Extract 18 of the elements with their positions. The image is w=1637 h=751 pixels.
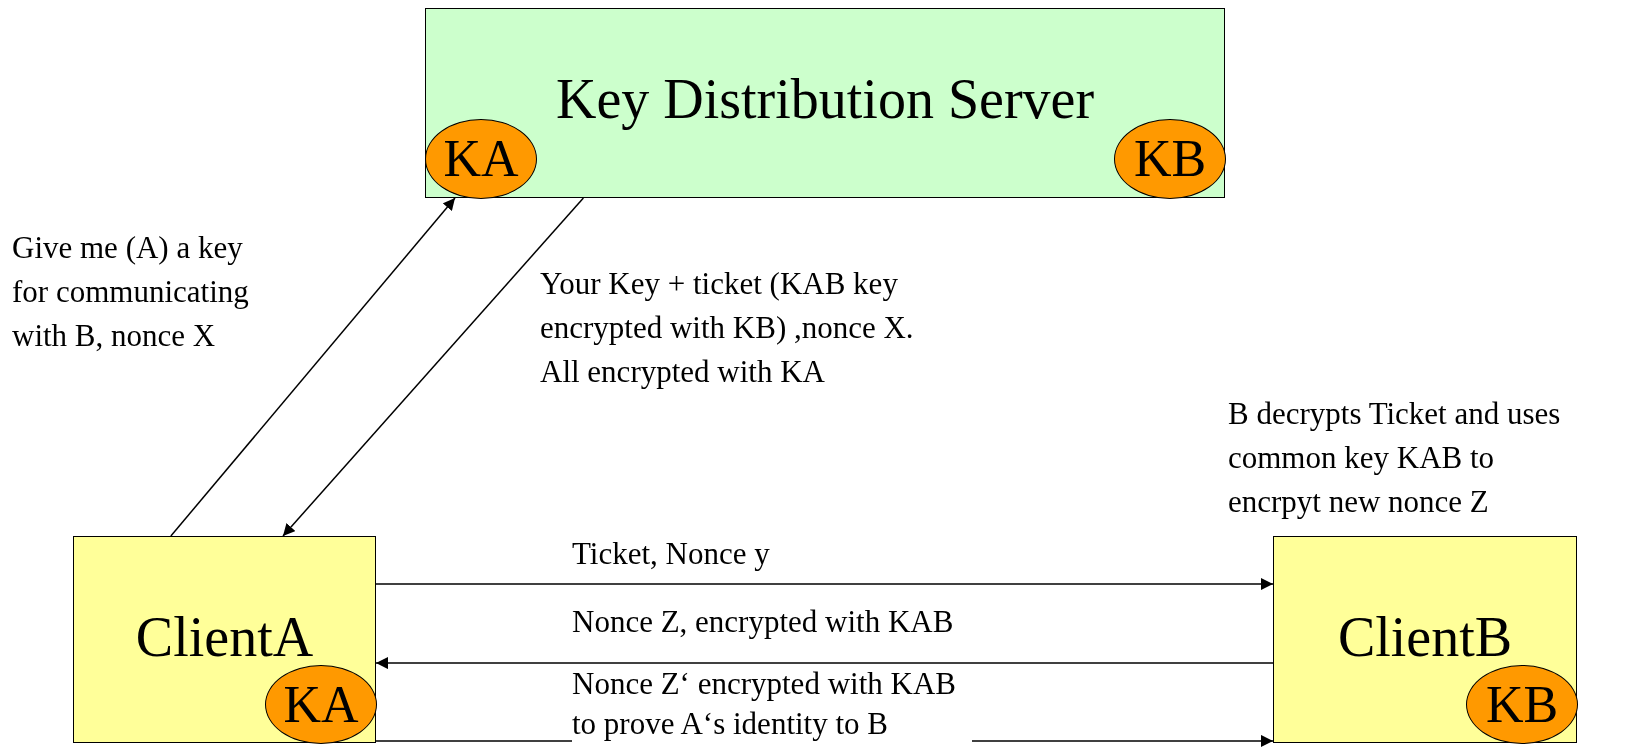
edge-label: Give me (A) a key for communicating with B, nonce X [12, 229, 250, 355]
key-label: KA [443, 133, 519, 185]
arrow [375, 578, 1274, 590]
key-label: KA [283, 678, 359, 731]
key-label: KB [1133, 133, 1207, 185]
arrow [170, 197, 456, 537]
entity-box [1273, 536, 1577, 743]
edge-label: Your Key + ticket (KAB key encrypted with KB) ,nonce X. All encrypted with KA [540, 265, 915, 391]
arrow [375, 657, 1274, 670]
key-label: KB [1485, 678, 1559, 731]
entity-box [73, 536, 376, 743]
note-text: B decrypts Ticket and uses common key KAB to encrpyt new nonce Z [1228, 395, 1562, 521]
entity-title: ClientA [135, 609, 314, 665]
edge-label: Nonce Z, encrypted with KAB [572, 603, 955, 641]
entity-title: ClientB [1337, 609, 1513, 665]
entity-box [425, 8, 1225, 198]
arrow [282, 197, 585, 537]
edge-label: Ticket, Nonce y [572, 535, 771, 573]
